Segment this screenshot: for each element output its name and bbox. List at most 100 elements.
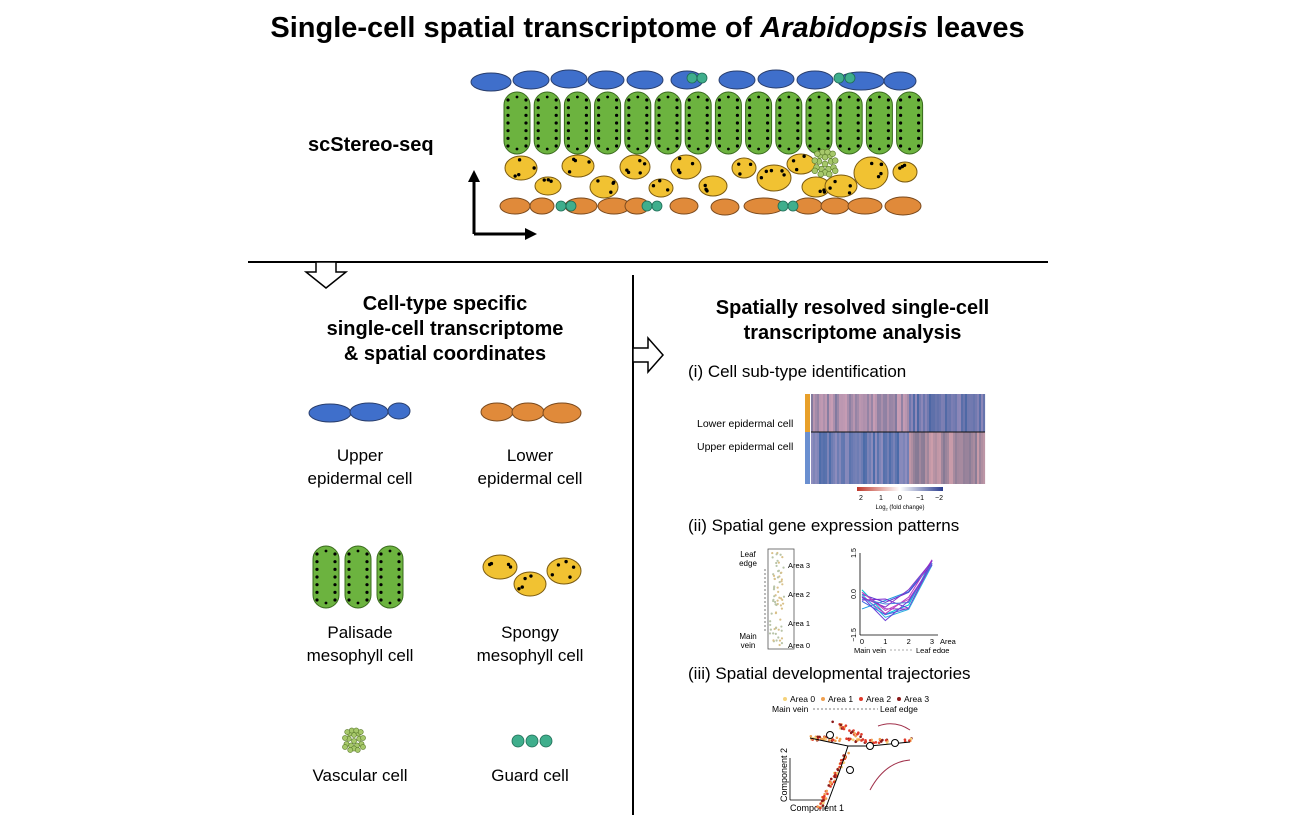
chloroplast (687, 129, 691, 133)
heatmap-cell (955, 394, 958, 432)
heatmap-cell (863, 432, 866, 484)
lower-epidermal-cell (820, 197, 850, 215)
chloroplast (899, 136, 903, 140)
colorbar (857, 487, 943, 491)
heatmap-cell (841, 432, 844, 484)
chloroplast (524, 129, 528, 133)
chloroplast (597, 136, 601, 140)
chloroplast (388, 549, 392, 553)
axis-left-label: Main vein (772, 704, 809, 714)
chloroplast (808, 106, 812, 110)
heatmap-cell (983, 394, 986, 432)
chloroplast (645, 121, 649, 125)
chloroplast (908, 147, 911, 151)
chloroplast (818, 189, 822, 194)
heatmap-cell (951, 394, 954, 432)
coordinate-axes (468, 170, 537, 240)
chloroplast (524, 121, 528, 125)
chloroplast (868, 121, 872, 125)
heatmap-cell (929, 394, 932, 432)
heatmap-cell (847, 394, 850, 432)
chloroplast (356, 549, 360, 553)
chloroplast (675, 136, 679, 140)
heatmap-cell (891, 394, 894, 432)
chloroplast (615, 129, 619, 133)
chloroplast (705, 144, 709, 148)
chloroplast (868, 98, 872, 102)
chloroplast (838, 113, 842, 117)
spongy-cell (619, 154, 651, 180)
chloroplast (315, 575, 319, 579)
trajectory-point (818, 806, 822, 810)
chloroplast (666, 147, 670, 151)
trajectory-node (866, 742, 874, 750)
chloroplast (379, 598, 383, 602)
chloroplast (550, 573, 555, 577)
heatmap-cell (903, 394, 906, 432)
chloroplast (796, 106, 800, 110)
heatmap-cell (849, 432, 852, 484)
chloroplast (735, 136, 739, 140)
chloroplast (657, 98, 661, 102)
heatmap-cell (923, 394, 926, 432)
trajectory-point (816, 805, 820, 809)
heatmap-cell (835, 432, 838, 484)
chloroplast (675, 106, 679, 110)
right-arrow-icon (632, 336, 665, 374)
chloroplast (696, 95, 700, 99)
chloroplast (766, 144, 770, 148)
y-tick: 1.5 (851, 548, 858, 558)
heatmap-cell (869, 394, 872, 432)
leaf-strip-spot (779, 618, 782, 621)
chloroplast (597, 121, 601, 125)
heatmap-cell (937, 432, 940, 484)
heatmap-cell (975, 394, 978, 432)
heatmap-cell (857, 394, 860, 432)
heatmap-cell (893, 394, 896, 432)
lower-epidermal-icon (480, 402, 582, 424)
chloroplast (796, 136, 800, 140)
spongy-cell (853, 156, 889, 190)
heatmap-cell (959, 394, 962, 432)
heatmap-cell (905, 432, 908, 484)
chloroplast (545, 95, 549, 99)
trajectory-point (909, 737, 913, 741)
chloroplast (838, 121, 842, 125)
chloroplast (397, 583, 401, 587)
chloroplast (856, 113, 860, 117)
heatmap-cell (957, 432, 960, 484)
chloroplast (627, 113, 631, 117)
palisade-cell (376, 545, 404, 609)
guard-cell (565, 200, 577, 212)
heatmap-cell (931, 394, 934, 432)
expression-line (861, 559, 933, 615)
vascular-cell (347, 747, 354, 753)
upper-epidermal-cell (718, 70, 756, 90)
chloroplast (687, 136, 691, 140)
chloroplast (908, 95, 911, 99)
trajectory-point (825, 789, 829, 793)
upper-epidermal-icon (308, 402, 411, 423)
right-panel-heading: Spatially resolved single-cell transcrip… (680, 296, 1025, 346)
label-lower-line2: epidermal cell (477, 469, 583, 488)
chloroplast (717, 113, 721, 117)
chloroplast (899, 113, 903, 117)
chloroplast (333, 598, 337, 602)
chloroplast (566, 121, 570, 125)
legend-label: Area 1 (828, 694, 853, 704)
chloroplast (796, 144, 800, 148)
chloroplast (705, 136, 709, 140)
heatmap-cell (841, 394, 844, 432)
trajectory-point (908, 739, 911, 742)
trajectory-point (848, 729, 851, 732)
trajectory-point (848, 737, 852, 741)
chloroplast (808, 121, 812, 125)
heatmap-cell (815, 432, 818, 484)
chloroplast (690, 161, 695, 166)
chloroplast (536, 144, 540, 148)
chloroplast (596, 179, 600, 183)
label-guard: Guard cell (491, 766, 569, 785)
chloroplast (515, 95, 519, 99)
trajectory-point (878, 737, 882, 741)
heatmap-cell (883, 432, 886, 484)
